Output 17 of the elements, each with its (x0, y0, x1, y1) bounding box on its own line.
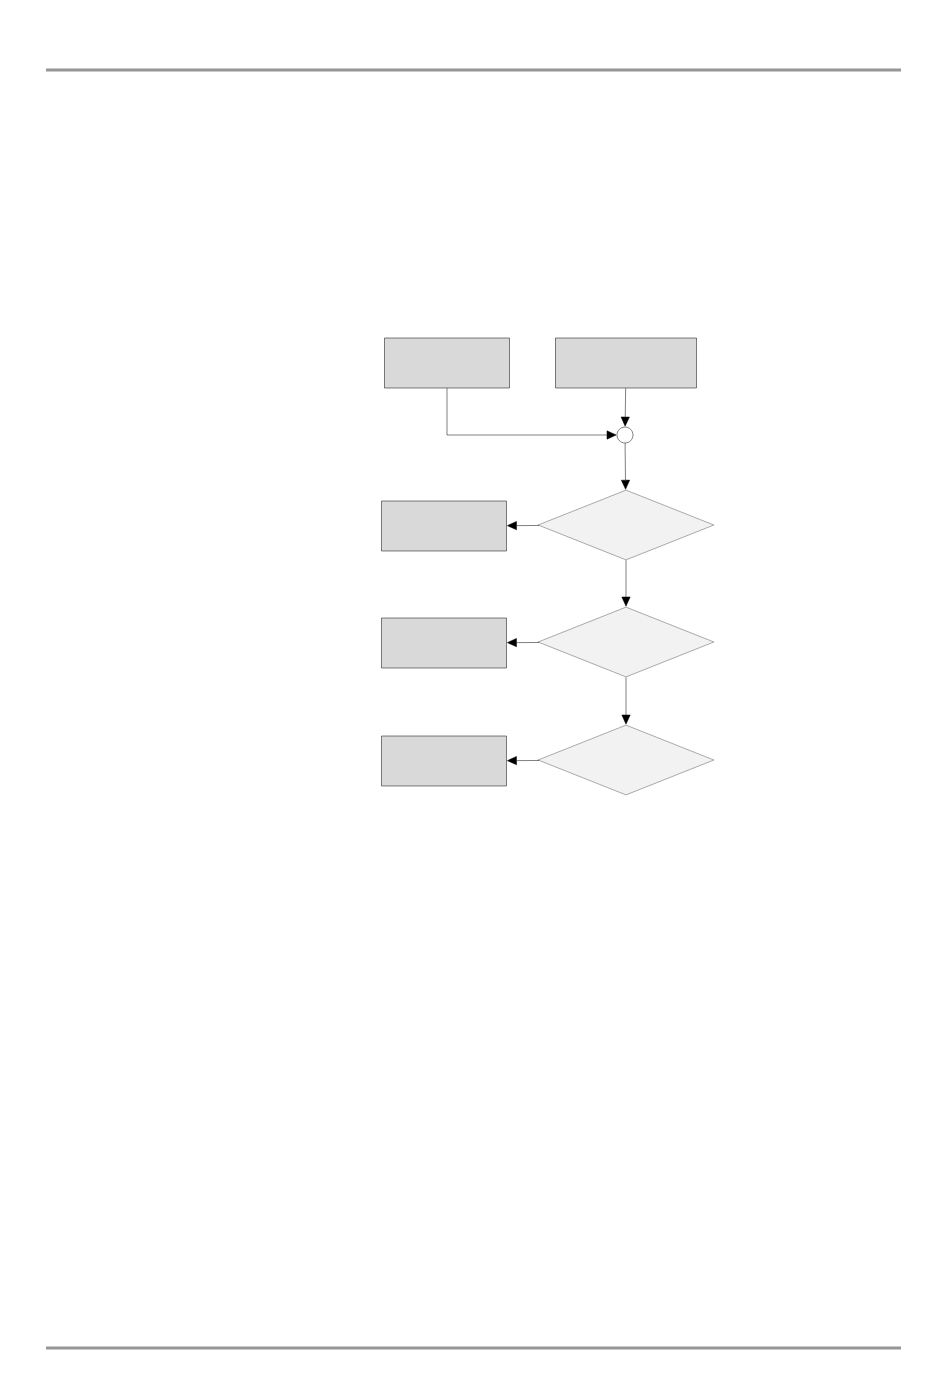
arrow (446, 388, 617, 440)
arrow (621, 677, 631, 725)
decision-diamond (537, 606, 715, 678)
junction-circle (616, 426, 634, 444)
arrow (620, 388, 630, 427)
decision-diamond (537, 489, 715, 561)
process-box (555, 337, 697, 389)
arrow (507, 756, 540, 766)
arrow (507, 638, 540, 648)
arrow (507, 521, 540, 531)
process-box (381, 617, 507, 669)
process-box (381, 735, 507, 787)
process-box (381, 500, 507, 552)
arrow (621, 443, 630, 490)
decision-diamond (537, 724, 715, 796)
process-box (384, 337, 510, 389)
arrow (621, 560, 631, 607)
